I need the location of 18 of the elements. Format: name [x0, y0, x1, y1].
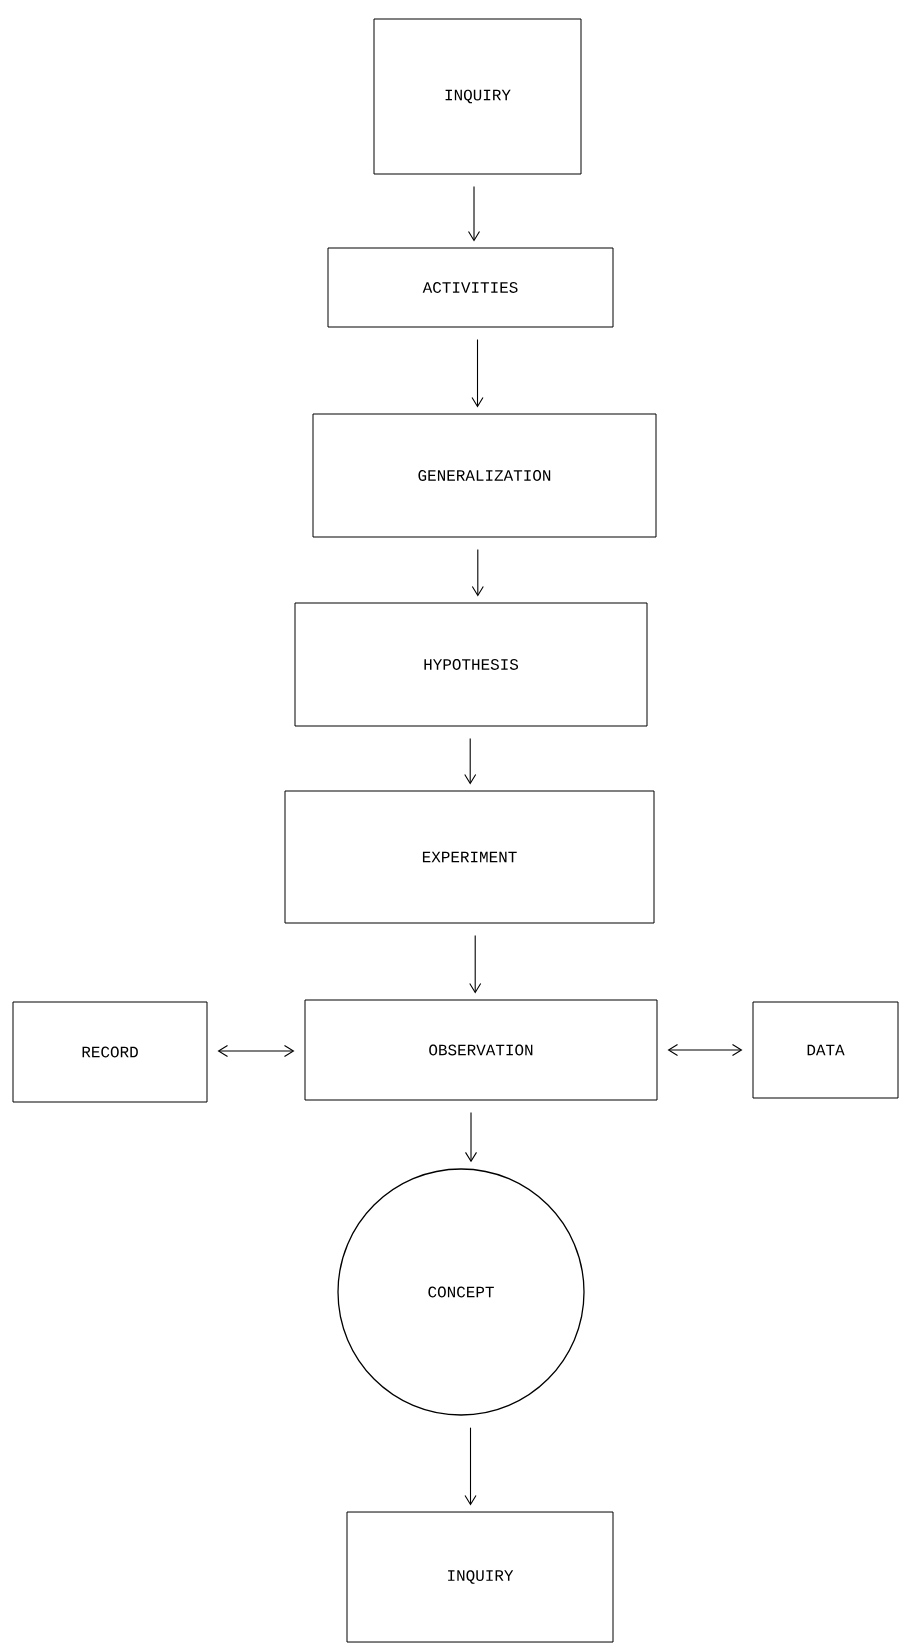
process-box: GENERALIZATION	[312, 413, 657, 538]
arrow	[667, 1044, 743, 1057]
process-box: EXPERIMENT	[284, 790, 655, 924]
arrow	[469, 934, 482, 994]
arrow	[471, 338, 484, 408]
process-box: ACTIVITIES	[327, 247, 614, 328]
arrow	[464, 737, 477, 785]
process-box: HYPOTHESIS	[294, 602, 648, 727]
process-box: OBSERVATION	[304, 999, 658, 1101]
process-box: INQUIRY	[373, 18, 582, 175]
arrow	[471, 548, 484, 597]
arrow	[464, 1111, 478, 1163]
process-box: RECORD	[12, 1001, 208, 1103]
arrow	[217, 1045, 295, 1058]
arrow	[467, 185, 481, 242]
arrow	[464, 1427, 477, 1506]
process-box: DATA	[752, 1001, 899, 1099]
process-box: INQUIRY	[346, 1511, 614, 1643]
